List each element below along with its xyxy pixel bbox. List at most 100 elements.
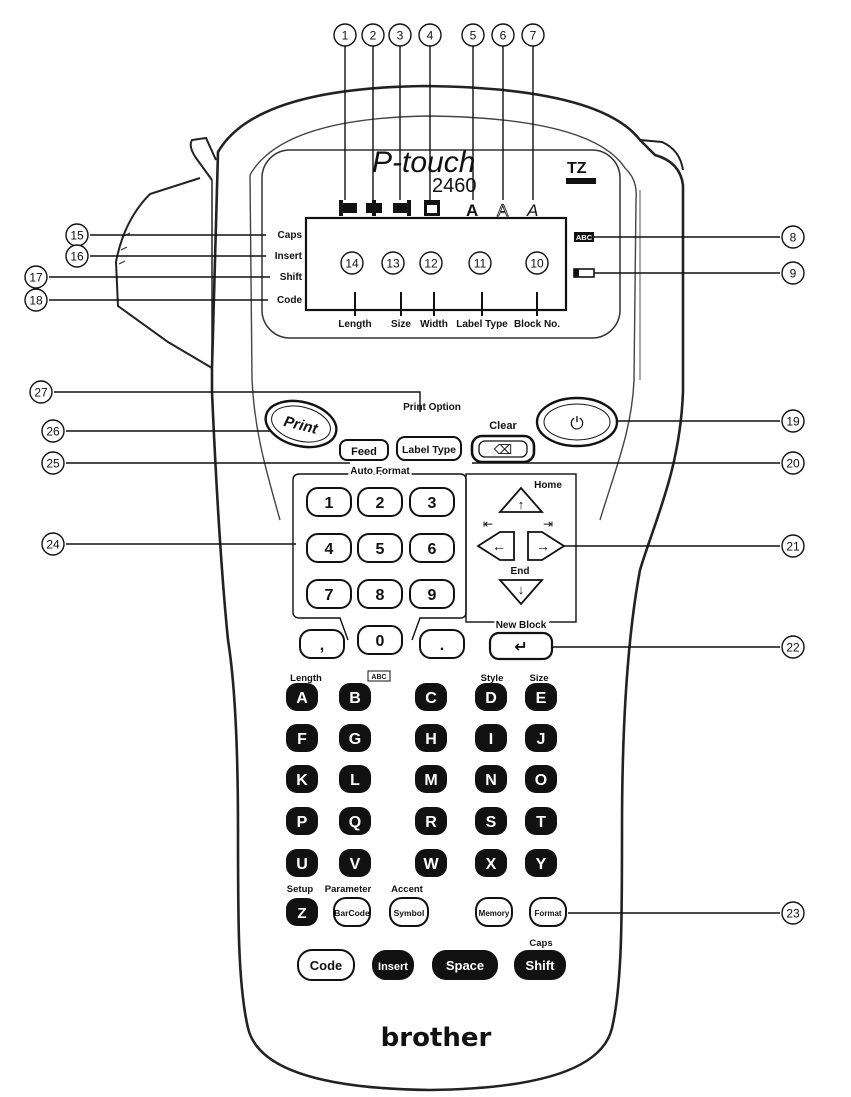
lcd-bottom-markers [354,292,538,316]
backspace-icon: ⌫ [493,442,512,457]
key-h[interactable]: H [415,724,447,752]
numpad-key-label: , [320,637,324,654]
key-n[interactable]: N [475,765,507,793]
key-x[interactable]: X [475,849,507,877]
key-label: M [424,772,437,789]
space-key[interactable]: Space [432,950,498,980]
italic-style-glyph: A [526,201,538,220]
callout-label: 12 [424,257,438,271]
clear-button[interactable]: ⌫ [470,434,536,464]
callout-label: 20 [786,457,800,471]
enter-button[interactable]: ↵ [488,631,554,661]
callout-label: 4 [427,29,434,43]
callout-label: 10 [530,257,544,271]
callout-label: 2 [370,29,377,43]
key-d[interactable]: D [475,683,507,711]
callout-12: 12 [419,251,443,275]
callout-25: 25 [41,451,65,475]
numpad-key-3[interactable]: 3 [409,487,455,517]
key-label: I [489,731,493,748]
cursor-up-button[interactable]: ↑ [498,486,544,513]
numpad-key-period[interactable]: . [419,629,465,659]
callout-26: 26 [41,419,65,443]
z-key-label: Z [297,905,306,922]
numpad-key-1[interactable]: 1 [306,487,352,517]
cursor-left-button[interactable]: ← [476,531,515,561]
key-o[interactable]: O [525,765,557,793]
numpad-key-comma[interactable]: , [299,629,345,659]
barcode-key[interactable]: BarCode [333,897,371,927]
callout-23: 23 [781,901,805,925]
key-p[interactable]: P [286,807,318,835]
key-label: L [350,772,360,789]
key-v[interactable]: V [339,849,371,877]
callout-label: 6 [500,29,507,43]
format-key[interactable]: Format [529,897,567,927]
key-m[interactable]: M [415,765,447,793]
feed-button[interactable]: Feed [339,439,389,461]
caps-indicator: Caps [278,230,303,241]
key-b[interactable]: B [339,683,371,711]
callout-14: 14 [340,251,364,275]
code-indicator: Code [277,295,302,306]
insert-key-label: Insert [378,961,408,973]
key-label: H [425,731,437,748]
cursor-right-button[interactable]: → [527,531,566,561]
key-w[interactable]: W [415,849,447,877]
numpad-key-6[interactable]: 6 [409,533,455,563]
key-t[interactable]: T [525,807,557,835]
numpad-key-label: 7 [325,587,334,604]
numpad-key-5[interactable]: 5 [357,533,403,563]
key-r[interactable]: R [415,807,447,835]
numpad-key-9[interactable]: 9 [409,579,455,609]
key-g[interactable]: G [339,724,371,752]
print-button[interactable]: Print [261,394,342,454]
key-y[interactable]: Y [525,849,557,877]
abc-badge-box [574,232,594,242]
callout-label: 15 [70,229,84,243]
key-s[interactable]: S [475,807,507,835]
down-arrow-icon: ↓ [518,582,525,597]
numpad-key-zero[interactable]: 0 [357,625,403,655]
key-f[interactable]: F [286,724,318,752]
screen-bezel [261,149,621,339]
side-grip-marks [118,232,131,265]
label-type-button[interactable]: Label Type [396,436,462,461]
callout-13: 13 [381,251,405,275]
power-button[interactable]: ⏻ [535,396,619,448]
numpad-key-8[interactable]: 8 [357,579,403,609]
key-i[interactable]: I [475,724,507,752]
code-key[interactable]: Code [297,949,355,981]
numpad-key-label: 2 [376,495,385,512]
callout-label: 14 [345,257,359,271]
length-label: Length [338,319,371,330]
memory-key[interactable]: Memory [475,897,513,927]
cursor-down-button[interactable]: ↓ [498,579,544,606]
key-c[interactable]: C [415,683,447,711]
insert-key[interactable]: Insert [372,950,414,980]
numpad-key-label: 6 [428,541,437,558]
abc-key-badge-box [367,670,391,682]
numpad-key-7[interactable]: 7 [306,579,352,609]
key-a[interactable]: A [286,683,318,711]
key-k[interactable]: K [286,765,318,793]
key-u[interactable]: U [286,849,318,877]
key-e[interactable]: E [525,683,557,711]
auto-format-label: Auto Format [350,466,410,477]
shift-key[interactable]: Shift [514,950,566,980]
callout-leader-lines [49,46,780,914]
numpad-key-2[interactable]: 2 [357,487,403,517]
key-q[interactable]: Q [339,807,371,835]
symbol-key[interactable]: Symbol [389,897,429,927]
key-l[interactable]: L [339,765,371,793]
callout-label: 23 [786,907,800,921]
model-number: 2460 [432,175,477,197]
device-inner-outline [249,115,637,521]
key-label: X [486,856,497,873]
callout-label: 27 [34,386,48,400]
key-j[interactable]: J [525,724,557,752]
z-key[interactable]: Z [286,898,318,926]
callout-5: 5 [461,23,485,47]
numpad-key-4[interactable]: 4 [306,533,352,563]
